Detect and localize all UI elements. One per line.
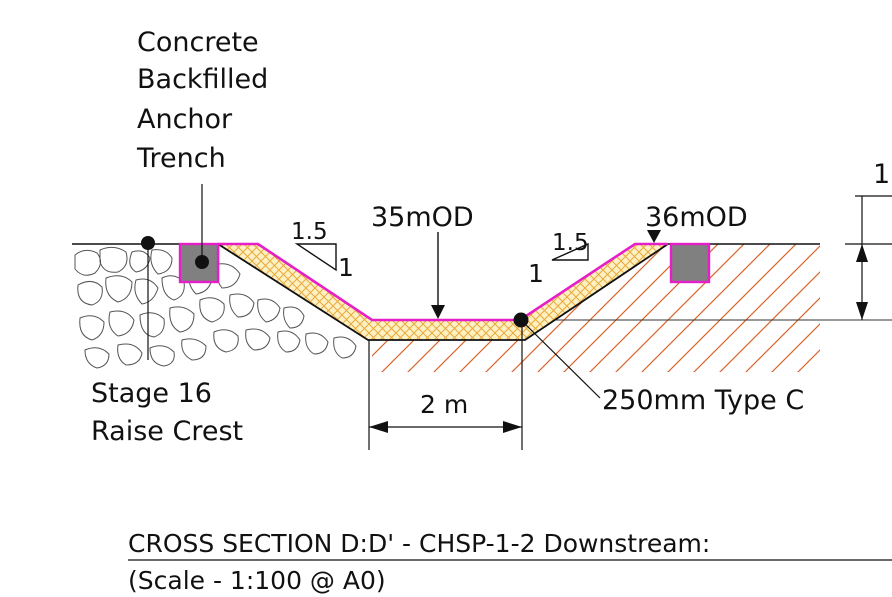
label-anchor-trench-2: Backfilled <box>137 64 268 95</box>
anchor-trench-right <box>669 242 711 284</box>
dim-right-arrow-up <box>856 244 868 262</box>
label-stage-1: Stage 16 <box>91 378 212 409</box>
label-slope-left-run: 1.5 <box>291 219 328 245</box>
drawing-scale: (Scale - 1:100 @ A0) <box>128 566 386 595</box>
label-base-width: 2 m <box>420 390 468 419</box>
label-level-36: 36mOD <box>645 202 748 233</box>
leader-lining <box>520 319 601 399</box>
slope-triangle-left <box>294 243 337 272</box>
slope-triangle-right <box>551 242 589 261</box>
label-anchor-trench-3: Anchor <box>137 104 233 135</box>
drawing-title: CROSS SECTION D:D' - CHSP-1-2 Downstream… <box>128 529 710 558</box>
dim-right-arrow-down <box>856 302 868 320</box>
label-stage-2: Raise Crest <box>91 416 243 447</box>
label-dim-right: 1 <box>873 159 890 190</box>
formation-line <box>217 243 669 341</box>
liner-line <box>218 242 668 322</box>
level-arrow-35-head <box>431 305 445 319</box>
label-slope-right-run: 1.5 <box>552 230 589 256</box>
label-anchor-trench-4: Trench <box>136 143 226 174</box>
label-slope-left-rise: 1 <box>338 253 354 282</box>
label-lining: 250mm Type C <box>602 385 804 416</box>
level-arrow-36-head <box>647 230 661 243</box>
rock-fill-left <box>74 246 357 369</box>
label-level-35: 35mOD <box>371 202 474 233</box>
dim-arrow-right <box>503 421 522 433</box>
label-anchor-trench-1: Concrete <box>137 27 259 58</box>
dim-arrow-left <box>369 421 388 433</box>
label-slope-right-rise: 1 <box>528 259 544 288</box>
